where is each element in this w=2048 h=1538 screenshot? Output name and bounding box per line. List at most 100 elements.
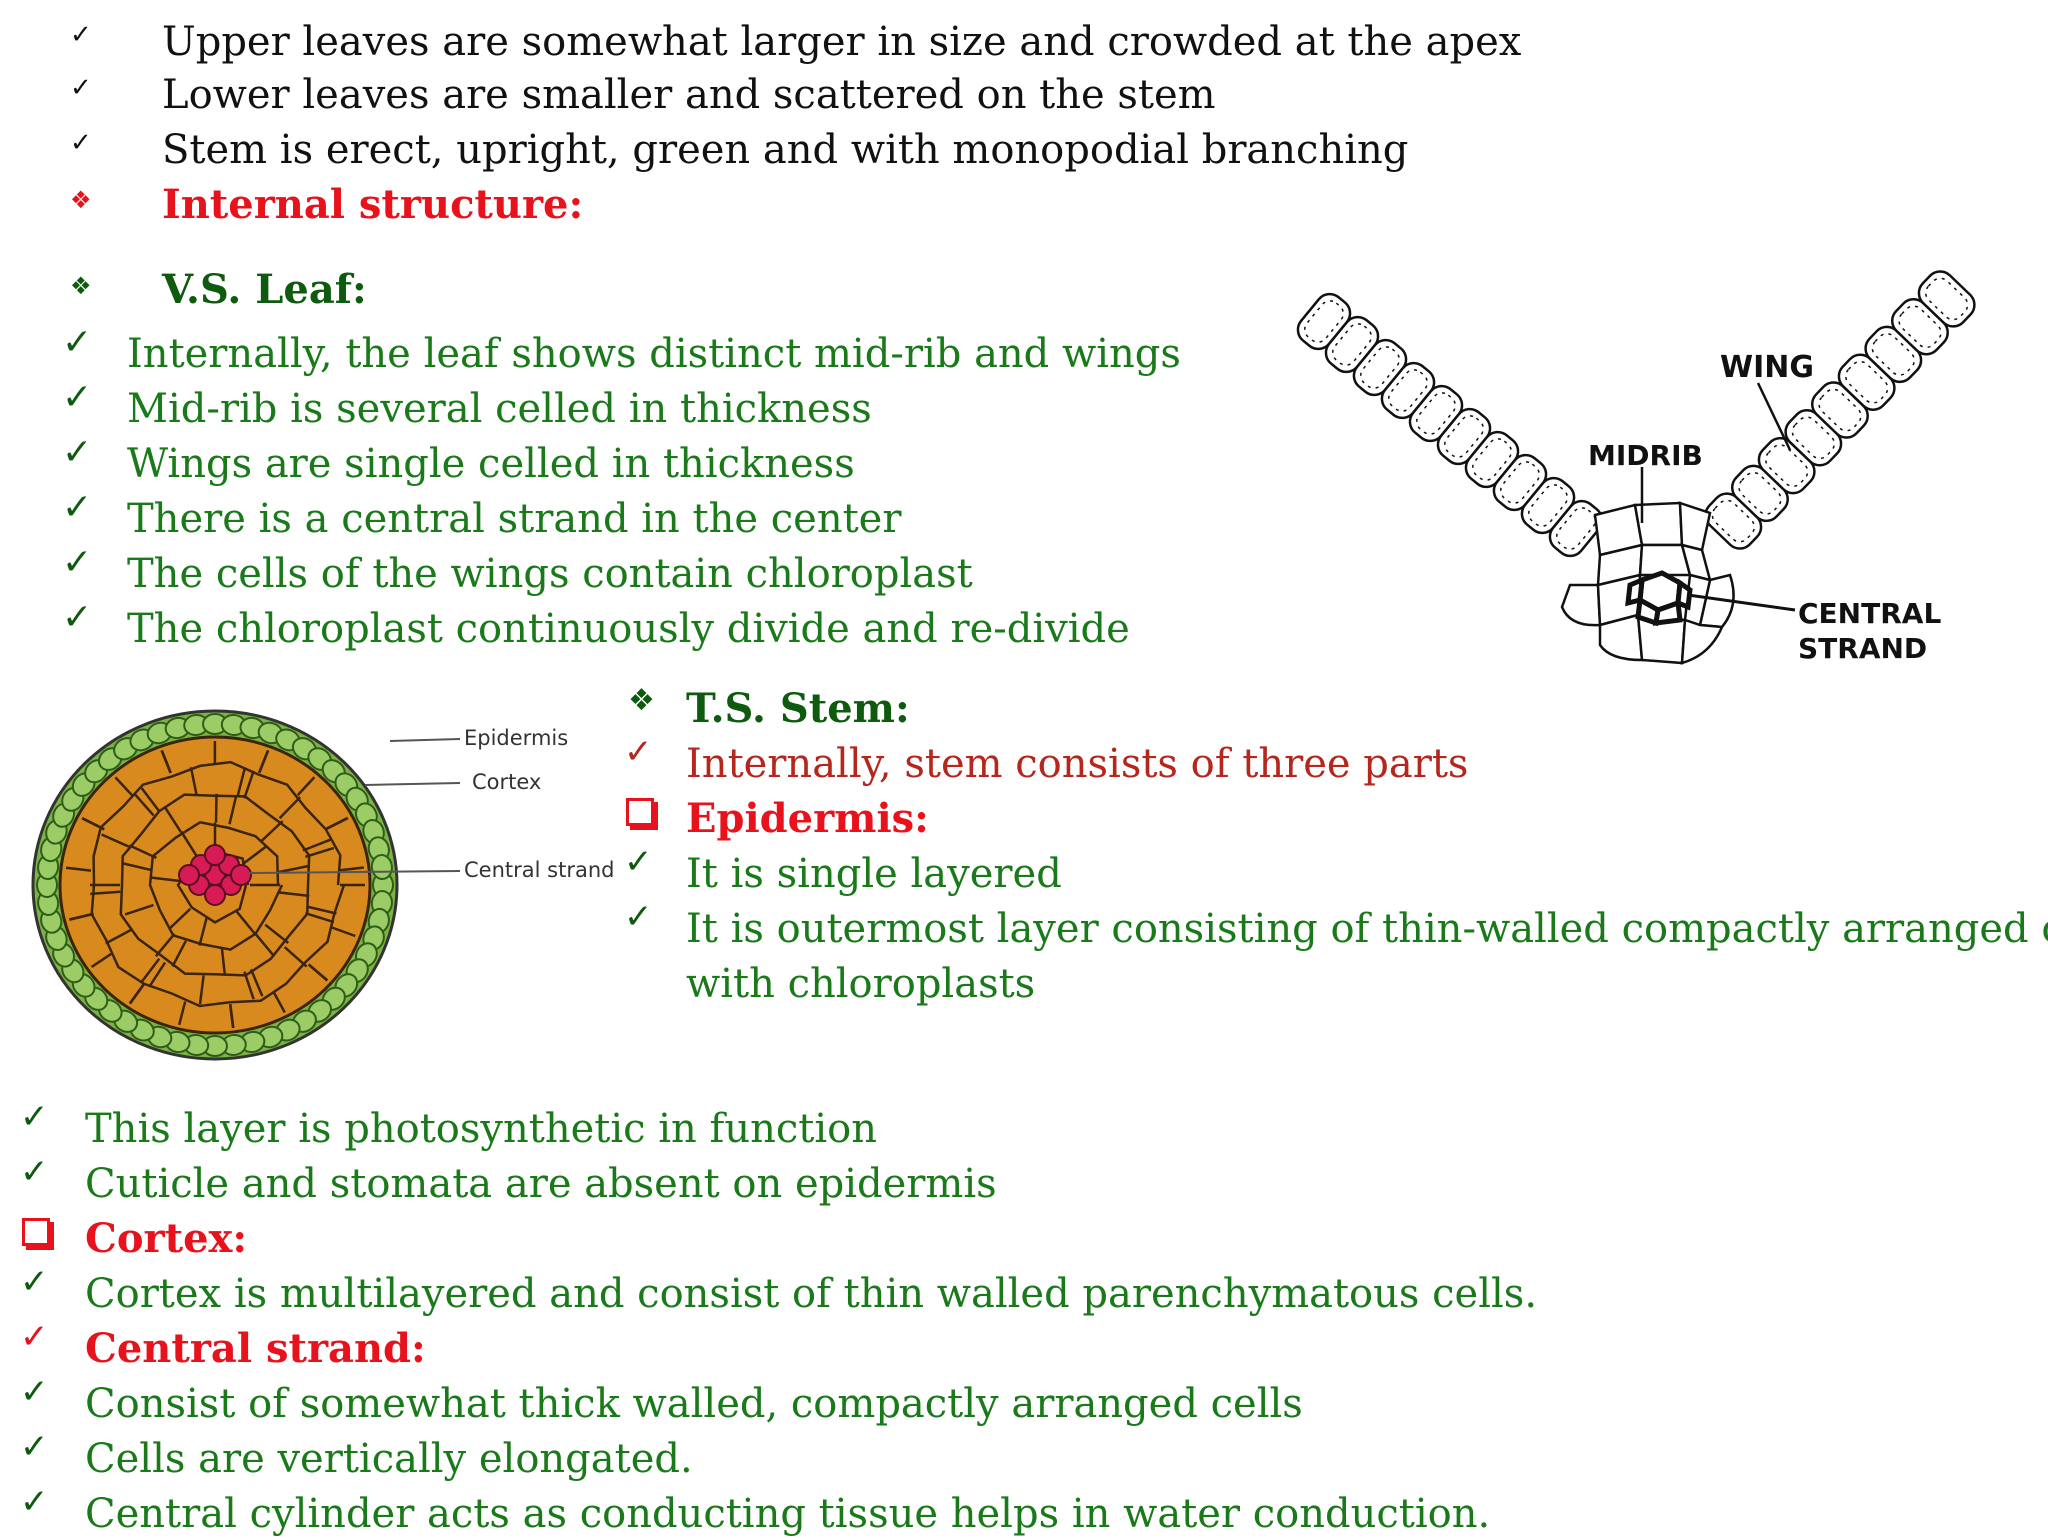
cortex-cell-wall [150,876,181,883]
stem-ts-diagram: Epidermis Cortex Central strand [31,709,614,1061]
central-strand-heading: Central strand: [85,1325,426,1372]
cortex-cell-wall [214,793,218,823]
ts-intro: Internally, stem consists of three parts [686,741,1469,787]
epidermis-point: It is outermost layer consisting of thin… [686,906,2048,952]
chloroplast-dots [1711,499,1755,543]
leaf-cell [1548,499,1604,558]
cortex-cell-wall [90,952,113,968]
central-point: Central cylinder acts as conducting tiss… [85,1491,1491,1537]
chloroplast-dots [1871,332,1915,376]
cortex-cell-wall [119,793,311,977]
check-icon: ✓ [20,1427,49,1467]
chloroplast-dots [1528,484,1568,527]
check-icon: ✓ [70,73,92,103]
epidermis-label: Epidermis [464,726,568,750]
check-icon: ✓ [20,1317,49,1357]
ts-stem-heading: T.S. Stem: [686,685,910,732]
check-icon: ✓ [70,20,92,50]
cortex-cell-wall [189,767,198,796]
square-bullet-icon [626,798,654,826]
cortex-cell-wall [140,787,161,812]
central-strand-cell [204,844,226,866]
cortex-cell-wall [128,844,157,860]
square-bullet-icon [22,1218,50,1246]
bottom-point: Cuticle and stomata are absent on epider… [85,1161,997,1207]
central-point: Consist of somewhat thick walled, compac… [85,1381,1303,1427]
check-icon: ✓ [20,1097,49,1137]
cortex-cell-wall [90,890,121,896]
check-icon: ✓ [20,1152,49,1192]
cortex-cell-wall [296,776,316,796]
diamond-icon: ❖ [70,272,92,300]
check-icon: ✓ [624,897,653,937]
vs-point: The cells of the wings contain chloropla… [127,551,973,597]
chloroplast-dots [1472,438,1512,481]
internal-structure-heading: Internal structure: [162,181,584,228]
check-icon: ✓ [62,432,93,473]
cortex-cell-wall [307,963,329,982]
top-list-item: Stem is erect, upright, green and with m… [162,127,1409,173]
cortex-cell-wall [65,866,92,872]
check-icon: ✓ [624,842,653,882]
vs-point: The chloroplast continuously divide and … [127,606,1130,652]
check-icon: ✓ [624,732,653,772]
central-strand-cell [230,864,252,886]
cortex-cell-wall [302,838,332,852]
cortex-cell-wall [272,990,286,1014]
check-icon: ✓ [20,1372,49,1412]
diamond-icon: ❖ [70,186,92,214]
cortex-cell-wall [279,891,310,898]
check-icon: ✓ [62,322,93,363]
chloroplast-dots [1332,323,1372,366]
cortex-cell-wall [140,958,161,983]
cortex-cell-wall [133,792,155,817]
central-strand-label: STRAND [1798,632,1927,665]
cortex-cell-wall [164,806,182,833]
cortex-label: Cortex [472,770,541,794]
chloroplast-dots [1765,444,1809,488]
cortex-cell-wall [122,862,153,872]
cortex-cell-wall [171,940,188,968]
vs-point: There is a central strand in the center [127,496,902,542]
central-strand-label: CENTRAL [1798,597,1941,630]
midrib-label: MIDRIB [1588,439,1703,472]
cortex-cell-wall [228,795,238,825]
cortex-cell-wall [325,816,349,831]
cortex-cell-wall [69,912,94,921]
check-icon: ✓ [20,1482,49,1522]
chloroplast-dots [1500,461,1540,504]
cortex-cell-wall [243,770,255,799]
check-icon: ✓ [62,542,93,583]
cortex-cell-wall [278,864,309,874]
chloroplast-dots [1444,415,1484,458]
central-strand-cell [178,864,200,886]
chloroplast-dots [1898,305,1942,349]
cortex-cell-wall [168,907,192,931]
cortex-cell-wall [338,866,365,872]
vs-point: Mid-rib is several celled in thickness [127,386,872,432]
leaf-cell [1917,270,1976,328]
cortex-cell-wall [305,846,335,858]
wing-label: WING [1720,350,1814,385]
vs-point: Internally, the leaf shows distinct mid-… [127,331,1181,377]
chloroplast-dots [1791,416,1835,460]
cortex-cell-wall [305,912,335,924]
check-icon: ✓ [62,377,93,418]
chloroplast-dots [1925,277,1969,321]
check-icon: ✓ [70,128,92,158]
leaf-vs-diagram: WING MIDRIB CENTRAL STRAND [1296,270,1976,665]
cortex-cell-wall [307,905,337,915]
cortex-cell-wall [249,968,264,997]
cortex-cell-wall [160,749,172,774]
epidermis-point-continued: with chloroplasts [686,961,1036,1007]
cortex-cell-wall [260,820,284,843]
cortex-cell-wall [241,845,267,866]
check-icon: ✓ [62,487,93,528]
cortex-cell-wall [148,961,167,988]
epidermis-heading: Epidermis: [686,795,929,842]
chloroplast-dots [1738,471,1782,515]
chloroplast-dots [1416,392,1456,435]
cortex-cell-wall [235,910,257,935]
epidermis-cell [370,854,393,880]
cortex-heading: Cortex: [85,1215,248,1262]
